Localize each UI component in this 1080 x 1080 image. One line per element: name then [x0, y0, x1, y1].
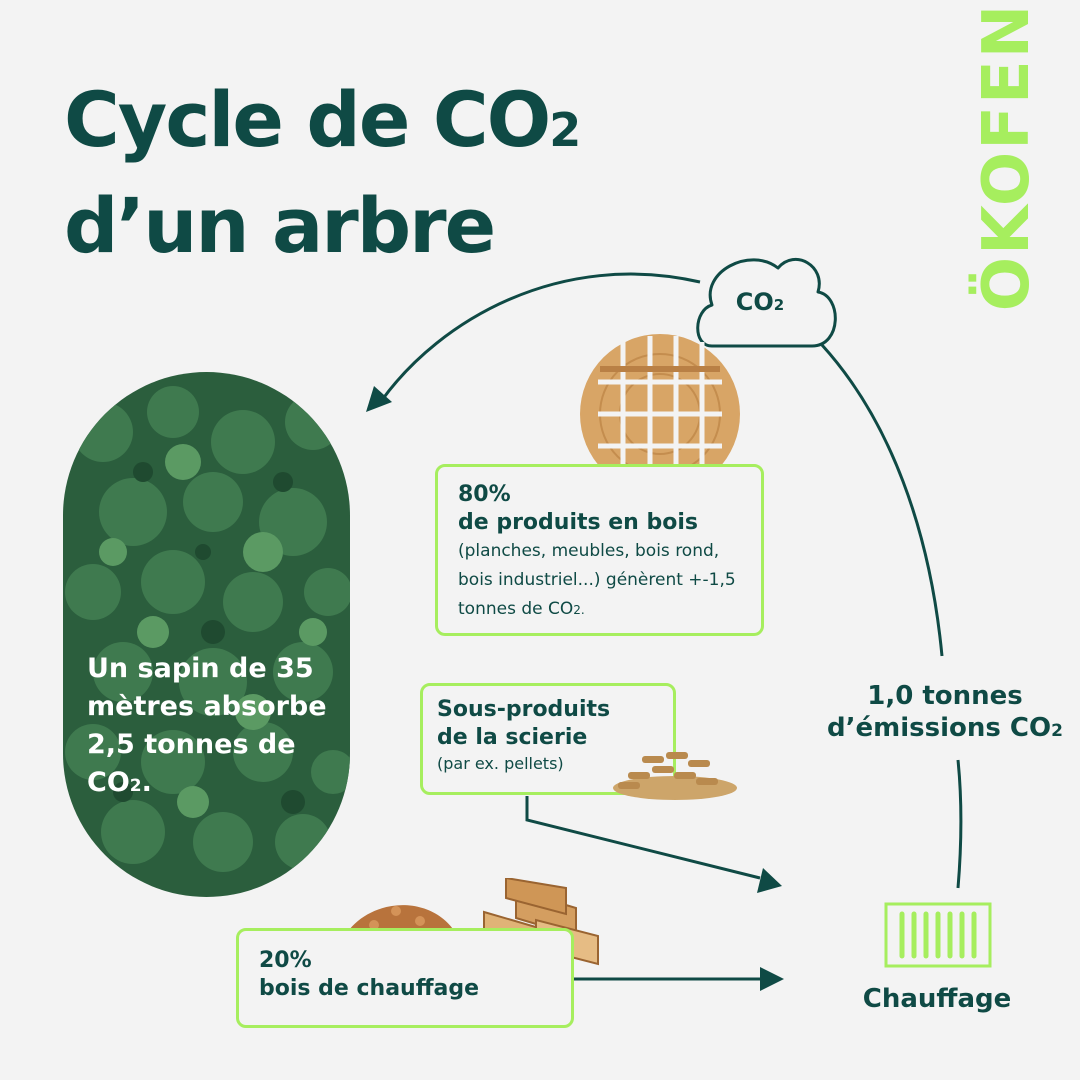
log-cross-section-icon [580, 334, 740, 494]
heating-label: Chauffage [862, 984, 1012, 1014]
arrow-cloud-to-forest [380, 272, 701, 401]
firewood-percent: 20% [259, 948, 312, 973]
line-heating-to-emissions [956, 759, 963, 889]
arrowhead-byproducts [757, 868, 782, 893]
page-title: Cycle de CO2 d’un arbre [64, 72, 581, 274]
byproducts-note: (par ex. pellets) [437, 754, 564, 773]
wood-products-percent: 80% [458, 482, 511, 507]
cloud-co2-label: CO2 [735, 288, 785, 316]
forest-image: Un sapin de 35 mètres absorbe 2,5 tonnes… [63, 372, 350, 897]
firewood-box: 20% bois de chauffage [236, 928, 574, 1028]
emissions-line1: 1,0 tonnes [867, 681, 1023, 711]
byproducts-label-line1: Sous-produits [437, 697, 611, 722]
pellets-icon [613, 752, 737, 800]
wood-products-box: 80% de produits en bois (planches, meubl… [435, 464, 764, 636]
wood-products-description: (planches, meubles, bois rond, bois indu… [458, 541, 736, 619]
arrowhead-firewood [760, 967, 784, 991]
title-line1-subscript: 2 [549, 103, 581, 157]
emissions-label: 1,0 tonnes d’émissions CO2 [815, 680, 1075, 747]
radiator-icon [884, 902, 992, 968]
byproducts-label-line2: de la scierie [437, 725, 588, 750]
arrow-byproducts-to-heating [525, 796, 761, 880]
arrowhead-forest [366, 386, 392, 412]
title-line2: d’un arbre [64, 181, 496, 270]
emissions-line2: d’émissions CO2 [827, 713, 1063, 743]
forest-absorption-text: Un sapin de 35 mètres absorbe 2,5 tonnes… [87, 653, 327, 798]
wood-products-label: de produits en bois [458, 510, 699, 535]
line-emissions-to-cloud [820, 343, 944, 657]
title-line1: Cycle de CO [64, 75, 551, 164]
firewood-label: bois de chauffage [259, 976, 480, 1001]
cloud-icon [696, 257, 837, 348]
